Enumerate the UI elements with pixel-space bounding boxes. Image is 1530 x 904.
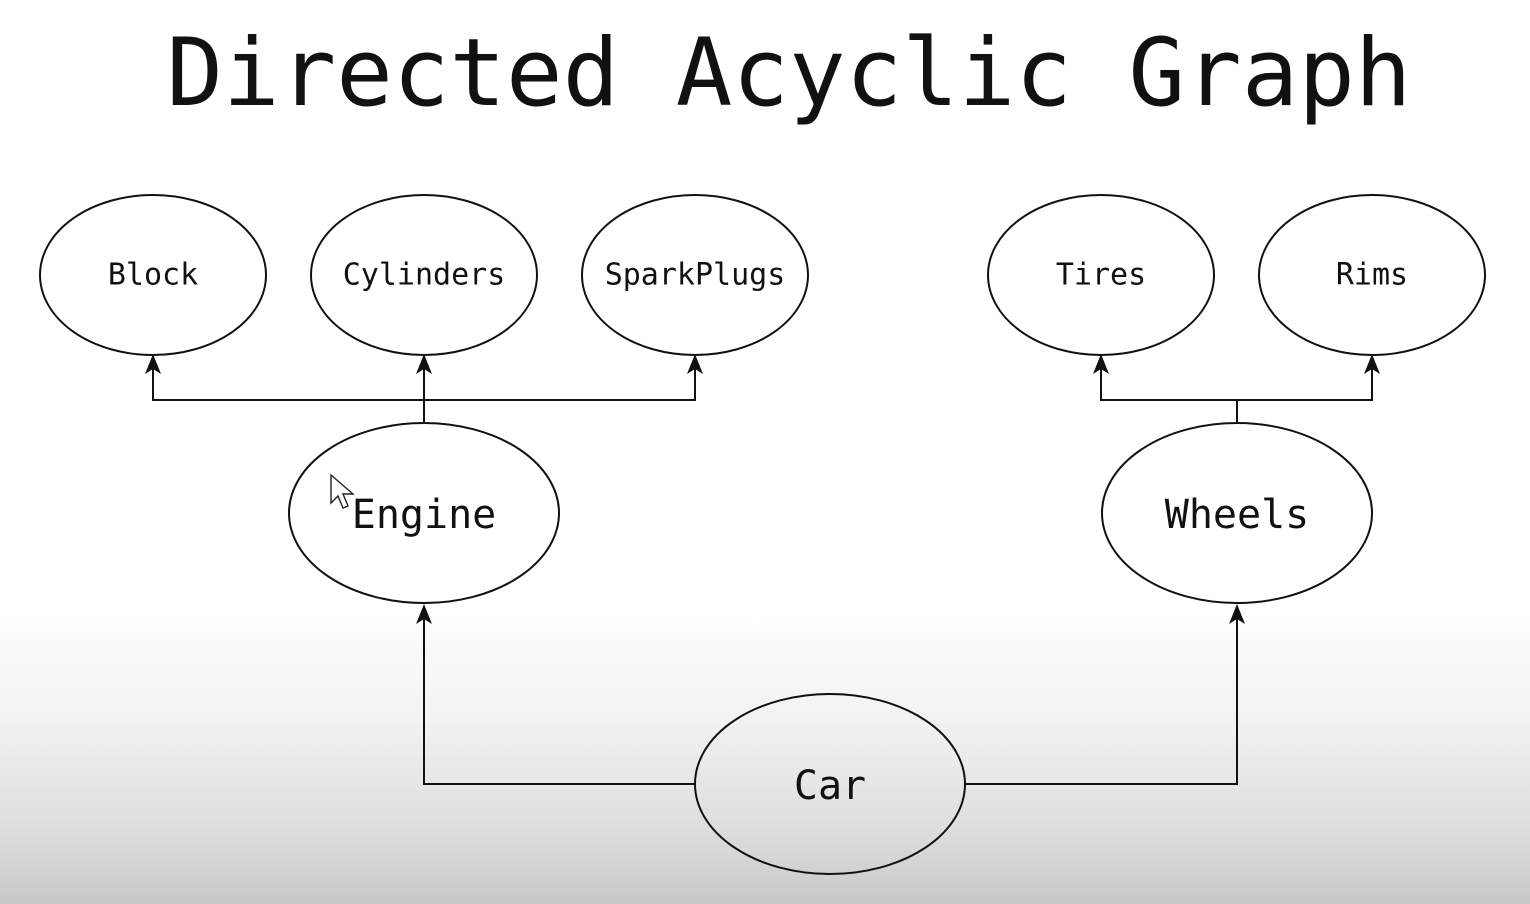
arrowhead-tires bbox=[1093, 354, 1109, 374]
edge-car-engine bbox=[423, 612, 695, 785]
node-sparkplugs-ellipse bbox=[581, 194, 809, 356]
node-cylinders-label: Cylinders bbox=[343, 258, 506, 293]
node-block-ellipse bbox=[39, 194, 267, 356]
arrowhead-rims bbox=[1364, 354, 1380, 374]
node-sparkplugs: SparkPlugs bbox=[581, 194, 809, 356]
edge-wheels-tires bbox=[1100, 362, 1238, 422]
node-car-label: Car bbox=[794, 763, 866, 809]
arrowhead-cylinders bbox=[416, 354, 432, 374]
edge-engine-block bbox=[152, 362, 424, 401]
node-block-label: Block bbox=[108, 258, 198, 293]
node-block: Block bbox=[39, 194, 267, 356]
node-wheels: Wheels bbox=[1101, 422, 1373, 604]
node-sparkplugs-label: SparkPlugs bbox=[605, 258, 786, 293]
arrowhead-engine bbox=[416, 604, 432, 624]
node-cylinders: Cylinders bbox=[310, 194, 538, 356]
node-tires-label: Tires bbox=[1056, 258, 1146, 293]
node-car-ellipse bbox=[694, 693, 966, 875]
edges-car-children bbox=[416, 604, 1245, 785]
node-engine: Engine bbox=[288, 422, 560, 604]
mouse-pointer-icon bbox=[330, 473, 355, 509]
node-cylinders-ellipse bbox=[310, 194, 538, 356]
node-rims: Rims bbox=[1258, 194, 1486, 356]
node-wheels-ellipse bbox=[1101, 422, 1373, 604]
node-engine-ellipse bbox=[288, 422, 560, 604]
node-tires-ellipse bbox=[987, 194, 1215, 356]
edges-engine-children bbox=[145, 354, 703, 422]
edges-wheels-children bbox=[1093, 354, 1380, 422]
arrowhead-wheels bbox=[1229, 604, 1245, 624]
edge-car-wheels bbox=[965, 612, 1238, 785]
edge-wheels-rims bbox=[1237, 362, 1373, 401]
node-engine-label: Engine bbox=[352, 492, 497, 538]
node-wheels-label: Wheels bbox=[1165, 492, 1310, 538]
diagram-title: Directed Acyclic Graph bbox=[166, 19, 1412, 128]
arrowhead-block bbox=[145, 354, 161, 374]
node-rims-ellipse bbox=[1258, 194, 1486, 356]
arrowhead-sparkplugs bbox=[687, 354, 703, 374]
edge-engine-sparkplugs bbox=[424, 362, 696, 401]
node-car: Car bbox=[694, 693, 966, 875]
node-tires: Tires bbox=[987, 194, 1215, 356]
node-rims-label: Rims bbox=[1336, 258, 1408, 293]
